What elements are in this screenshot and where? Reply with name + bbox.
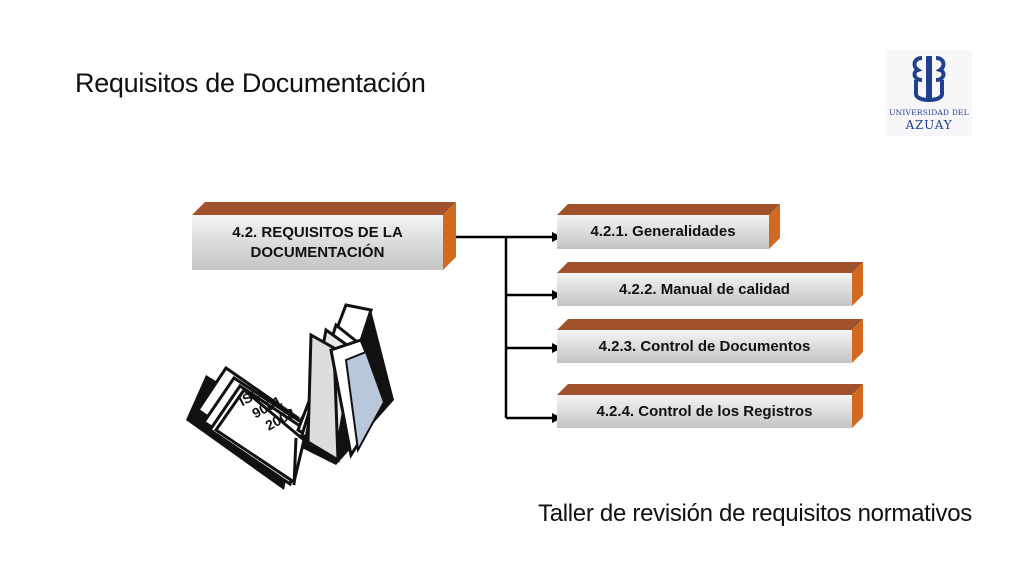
child-node-1-label: 4.2.1. Generalidades	[590, 223, 736, 240]
root-node-line2: DOCUMENTACIÓN	[250, 243, 385, 261]
child-node-2: 4.2.2. Manual de calidad	[557, 262, 863, 306]
open-book-illustration	[186, 303, 394, 490]
child-node-3-label: 4.2.3. Control de Documentos	[598, 337, 811, 355]
child-node-4: 4.2.4. Control de los Registros	[557, 384, 863, 428]
slide-footer: Taller de revisión de requisitos normati…	[538, 500, 972, 527]
child-node-4-label: 4.2.4. Control de los Registros	[596, 402, 813, 420]
root-node-line1: 4.2. REQUISITOS DE LA	[232, 223, 403, 241]
child-node-1: 4.2.1. Generalidades	[557, 204, 780, 249]
university-logo	[886, 50, 972, 136]
child-node-2-label: 4.2.2. Manual de calidad	[619, 280, 790, 298]
child-node-3: 4.2.3. Control de Documentos	[557, 319, 863, 363]
slide-title: Requisitos de Documentación	[75, 68, 426, 98]
root-node: 4.2. REQUISITOS DE LA DOCUMENTACIÓN	[192, 202, 456, 270]
logo-text-line2: AZUAY	[905, 118, 953, 132]
logo-text-line1: UNIVERSIDAD DEL	[889, 108, 969, 117]
